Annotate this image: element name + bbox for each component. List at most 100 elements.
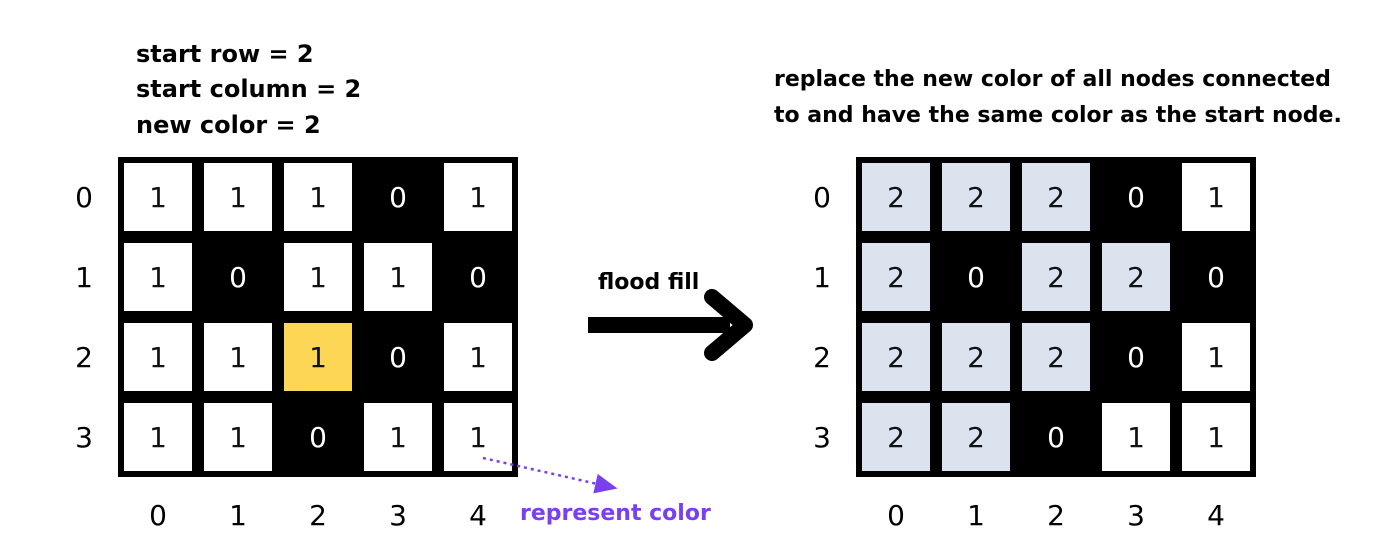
start-column-text: start column = 2 (136, 75, 361, 103)
grid-cell (444, 403, 512, 471)
grid-cell (1182, 243, 1250, 311)
start-row-text: start row = 2 (136, 40, 314, 68)
arrow-label: flood fill (598, 270, 699, 295)
cell-value: 1 (469, 181, 487, 214)
cell-value: 1 (309, 261, 327, 294)
cell-value: 1 (149, 181, 167, 214)
grid-cell (862, 163, 930, 231)
column-label: 3 (389, 499, 407, 532)
start-info: start row = 2 start column = 2 new color… (136, 40, 361, 139)
row-label: 1 (813, 261, 831, 294)
grid-cell (1102, 163, 1170, 231)
grid-cell (284, 403, 352, 471)
grid-cell (942, 403, 1010, 471)
cell-value: 1 (309, 181, 327, 214)
cell-value: 1 (389, 261, 407, 294)
grid-cell (204, 163, 272, 231)
cell-value: 2 (1127, 261, 1145, 294)
cell-value: 1 (149, 261, 167, 294)
cell-value: 0 (309, 421, 327, 454)
caption-line-2: to and have the same color as the start … (774, 103, 1342, 128)
column-label: 1 (229, 499, 247, 532)
grid-cell (1102, 403, 1170, 471)
cell-value: 2 (887, 341, 905, 374)
cell-value: 1 (229, 421, 247, 454)
column-label: 1 (967, 499, 985, 532)
cell-value: 1 (1207, 341, 1225, 374)
annotation-arrow (482, 456, 618, 494)
cell-value: 0 (389, 181, 407, 214)
row-label: 3 (813, 421, 831, 454)
cell-value: 2 (887, 181, 905, 214)
cell-value: 0 (389, 341, 407, 374)
column-label: 4 (469, 499, 487, 532)
cell-value: 2 (887, 261, 905, 294)
cell-value: 1 (309, 341, 327, 374)
grid-cell (124, 243, 192, 311)
grid-cell (1182, 323, 1250, 391)
result-caption: replace the new color of all nodes conne… (774, 67, 1342, 128)
row-label: 0 (75, 181, 93, 214)
arrow-head (704, 289, 753, 361)
cell-value: 1 (229, 341, 247, 374)
cell-value: 1 (149, 341, 167, 374)
grid-cell (1102, 323, 1170, 391)
cell-value: 1 (1127, 421, 1145, 454)
cell-value: 0 (1127, 341, 1145, 374)
cell-value: 0 (229, 261, 247, 294)
cell-value: 1 (469, 341, 487, 374)
flood-fill-arrow: flood fill (588, 270, 753, 361)
grid-cell (942, 323, 1010, 391)
cell-value: 2 (967, 181, 985, 214)
grid-cell (862, 403, 930, 471)
caption-line-1: replace the new color of all nodes conne… (774, 67, 1331, 92)
cell-value: 2 (967, 421, 985, 454)
cell-value: 0 (1047, 421, 1065, 454)
grid-cell (364, 323, 432, 391)
grid-cell (1022, 323, 1090, 391)
cell-value: 1 (1207, 181, 1225, 214)
grid-cell (124, 323, 192, 391)
column-label: 3 (1127, 499, 1145, 532)
grid-cell (364, 163, 432, 231)
grid-cell (364, 403, 432, 471)
cell-value: 2 (967, 341, 985, 374)
grid-cell (1182, 403, 1250, 471)
new-color-text: new color = 2 (136, 111, 321, 139)
row-label: 2 (813, 341, 831, 374)
represent-color-annotation: represent color (482, 456, 711, 526)
column-label: 2 (309, 499, 327, 532)
grid-cell (1022, 243, 1090, 311)
cell-value: 2 (1047, 261, 1065, 294)
column-label: 0 (149, 499, 167, 532)
cell-value: 0 (469, 261, 487, 294)
grid-cell (444, 163, 512, 231)
annotation-text: represent color (520, 501, 711, 526)
cell-value: 2 (887, 421, 905, 454)
grid-cell (284, 163, 352, 231)
cell-value: 0 (1127, 181, 1145, 214)
grid-cell (1022, 403, 1090, 471)
cell-value: 1 (149, 421, 167, 454)
grid-cell (284, 323, 352, 391)
column-label: 4 (1207, 499, 1225, 532)
grid-cell (862, 243, 930, 311)
cell-value: 1 (389, 421, 407, 454)
grid-cell (124, 403, 192, 471)
cell-value: 2 (1047, 341, 1065, 374)
grid-cell (1182, 163, 1250, 231)
grid-cell (284, 243, 352, 311)
cell-value: 1 (469, 421, 487, 454)
row-label: 0 (813, 181, 831, 214)
grid-cell (204, 323, 272, 391)
cell-value: 0 (1207, 261, 1225, 294)
grid-cell (124, 163, 192, 231)
cell-value: 1 (1207, 421, 1225, 454)
grid-cell (862, 323, 930, 391)
grid-cell (444, 243, 512, 311)
row-label: 3 (75, 421, 93, 454)
grid-cell (444, 323, 512, 391)
cell-value: 1 (229, 181, 247, 214)
grid-cell (204, 403, 272, 471)
